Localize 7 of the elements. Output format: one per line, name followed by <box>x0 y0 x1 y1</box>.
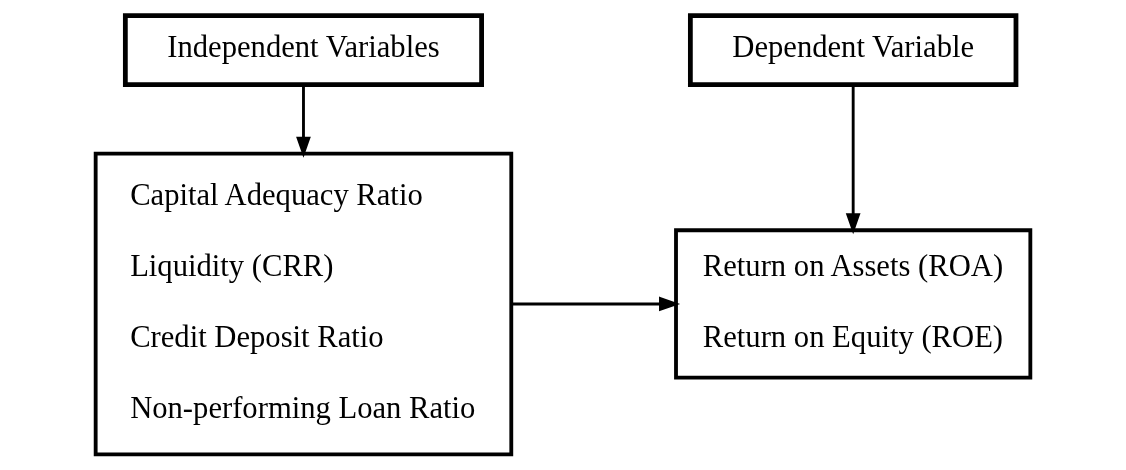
node-box: Return on Assets (ROA) Return on Equity (ROE) <box>674 228 1033 380</box>
arrow <box>296 84 311 158</box>
arrow <box>511 296 681 312</box>
node-box: Capital Adequacy Ratio Liquidity (CRR) Credit Deposit Ratio Non-performing Loan Ratio <box>93 151 514 457</box>
node-box: Independent Variables <box>122 13 484 88</box>
node-box: Dependent Variable <box>687 13 1019 88</box>
arrow <box>845 84 861 235</box>
